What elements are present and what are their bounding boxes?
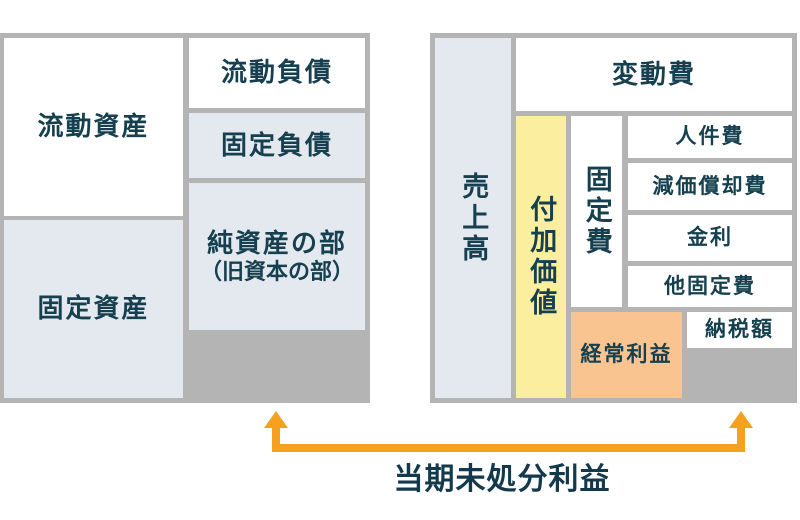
depreciation-label: 減価償却費: [652, 174, 768, 198]
right-arrow-shaft: [737, 427, 745, 452]
box-interest: 金利: [628, 215, 792, 261]
ordinary-profit-label: 経常利益: [580, 343, 673, 367]
box-current-assets: 流動資産: [4, 38, 183, 216]
left-arrow-up-icon: [264, 411, 288, 428]
box-sales: 売上高: [435, 38, 511, 398]
interest-label: 金利: [687, 226, 733, 250]
box-other-fixed-costs: 他固定費: [628, 266, 792, 307]
box-fixed-assets: 固定資産: [4, 220, 183, 398]
box-ordinary-profit: 経常利益: [571, 312, 682, 398]
left-arrow-shaft: [272, 427, 280, 452]
balance-sheet-panel: 流動資産 固定資産 流動負債 固定負債 純資産の部 （旧資本の部）: [0, 33, 370, 403]
box-fixed-liabilities: 固定負債: [189, 113, 365, 178]
current-assets-label: 流動資産: [37, 111, 150, 142]
net-assets-line2: （旧資本の部）: [199, 258, 354, 284]
fixed-costs-label: 固定費: [581, 165, 612, 258]
box-tax-amount: 納税額: [687, 312, 792, 348]
box-current-liabilities: 流動負債: [189, 38, 365, 108]
box-variable-costs: 変動費: [516, 38, 792, 111]
other-fixed-costs-label: 他固定費: [664, 274, 756, 298]
bracket-horizontal-bar: [272, 444, 745, 452]
net-assets-line1: 純資産の部: [206, 227, 347, 258]
tax-amount-label: 納税額: [705, 318, 774, 342]
variable-costs-label: 変動費: [611, 58, 696, 89]
personnel-costs-label: 人件費: [675, 125, 745, 149]
fixed-assets-label: 固定資産: [37, 293, 150, 324]
sales-label: 売上高: [458, 171, 489, 265]
right-arrow-up-icon: [729, 411, 753, 428]
fixed-liabilities-label: 固定負債: [220, 129, 333, 160]
box-net-assets: 純資産の部 （旧資本の部）: [189, 183, 365, 330]
current-liabilities-label: 流動負債: [220, 57, 333, 88]
box-depreciation: 減価償却費: [628, 163, 792, 210]
profit-structure-panel: 売上高 変動費 付加価値 固定費 人件費 減価償却費 金利 他固定費 経常利益 …: [430, 33, 797, 403]
net-assets-label: 純資産の部 （旧資本の部）: [200, 228, 354, 286]
added-value-label: 付加価値: [526, 195, 557, 319]
box-added-value: 付加価値: [516, 116, 566, 398]
box-fixed-costs: 固定費: [571, 116, 622, 307]
unappropriated-profit-label: 当期未処分利益: [393, 463, 611, 496]
box-personnel-costs: 人件費: [628, 116, 792, 158]
